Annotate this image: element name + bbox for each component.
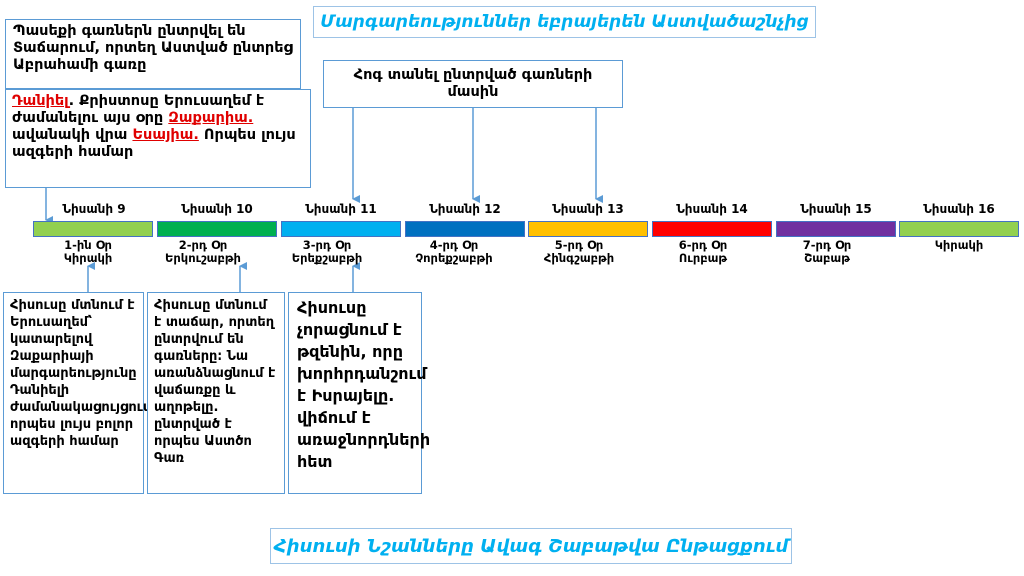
title-top: Մարգարեություններ եբրայերեն Աստվածաշնչից (313, 6, 816, 38)
day-name: 3-րդ Օր Երեքշաբթի (291, 238, 363, 265)
day-label: Նիսանի 15 (800, 202, 872, 216)
concern-box: Հոգ տանել ընտրված գառների մասին (323, 60, 623, 108)
timeline-bar (33, 221, 153, 237)
detail-box-day3: Հիսուսը չորացնում է թզենին, որը խորհրդան… (288, 292, 430, 494)
zechariah-link: Զաքարիա. (168, 110, 254, 126)
title-bottom-text: Հիսուսի Նշանները Ավագ Շաբաթվա Ընթացքում (273, 535, 789, 557)
timeline-bar (899, 221, 1019, 237)
detail-box-day2: Հիսուսը մտնում է տաճար, որտեղ ընտրվում ե… (147, 292, 285, 494)
day-name: 4-րդ Օր Չորեքշաբթի (415, 238, 493, 265)
day-name: 6-րդ Օր Ուրբաթ (678, 238, 728, 265)
timeline-bar (157, 221, 277, 237)
day-name: 1-ին Օր Կիրակի (63, 238, 113, 265)
day-name: Կիրակի (934, 238, 984, 252)
daniel-link: Դանիել (12, 93, 69, 109)
timeline-bar (405, 221, 525, 237)
prophecy-box: Դանիել. Քրիստոսը Երուսաղեմ է ժամանելու ա… (5, 89, 311, 188)
timeline-bar (528, 221, 648, 237)
prophecy-text-2: ավանակի վրա (12, 127, 128, 143)
isaiah-link: Եսայիա. (132, 127, 199, 143)
chosen-lambs-box: Պասեքի գառներն ընտրվել են Տաճարում, որտե… (5, 19, 301, 89)
prophecy-text-3: Որպես լույս ազգերի համար (12, 127, 296, 160)
concern-text: Հոգ տանել ընտրված գառների մասին (353, 67, 593, 100)
detail-text-day3: Հիսուսը չորացնում է թզենին, որը խորհրդան… (297, 298, 431, 471)
day-name: 7-րդ Օր Շաբաթ (802, 238, 852, 265)
timeline-bar (776, 221, 896, 237)
detail-text-day2: Հիսուսը մտնում է տաճար, որտեղ ընտրվում ե… (154, 298, 276, 466)
day-name: 2-րդ Օր Երկուշաբթի (165, 238, 241, 265)
day-label: Նիսանի 13 (552, 202, 624, 216)
chosen-lambs-text: Պասեքի գառներն ընտրվել են Տաճարում, որտե… (13, 23, 293, 73)
title-bottom: Հիսուսի Նշանները Ավագ Շաբաթվա Ընթացքում (270, 528, 792, 564)
timeline-bar (652, 221, 772, 237)
day-name: 5-րդ Օր Հինգշաբթի (543, 238, 615, 265)
day-label: Նիսանի 11 (305, 202, 377, 216)
detail-text-day1: Հիսուսը մտնում է Երուսաղեմ՝ կատարելով Զա… (10, 298, 156, 449)
title-top-text: Մարգարեություններ եբրայերեն Աստվածաշնչից (320, 12, 809, 32)
day-label: Նիսանի 16 (923, 202, 995, 216)
detail-box-day1: Հիսուսը մտնում է Երուսաղեմ՝ կատարելով Զա… (3, 292, 155, 494)
day-label: Նիսանի 14 (676, 202, 748, 216)
timeline-bar (281, 221, 401, 237)
day-label: Նիսանի 9 (62, 202, 126, 216)
day-label: Նիսանի 12 (429, 202, 501, 216)
day-label: Նիսանի 10 (181, 202, 253, 216)
prophecy-text-1: . Քրիստոսը Երուսաղեմ է ժամանելու այս օրը (12, 93, 265, 126)
